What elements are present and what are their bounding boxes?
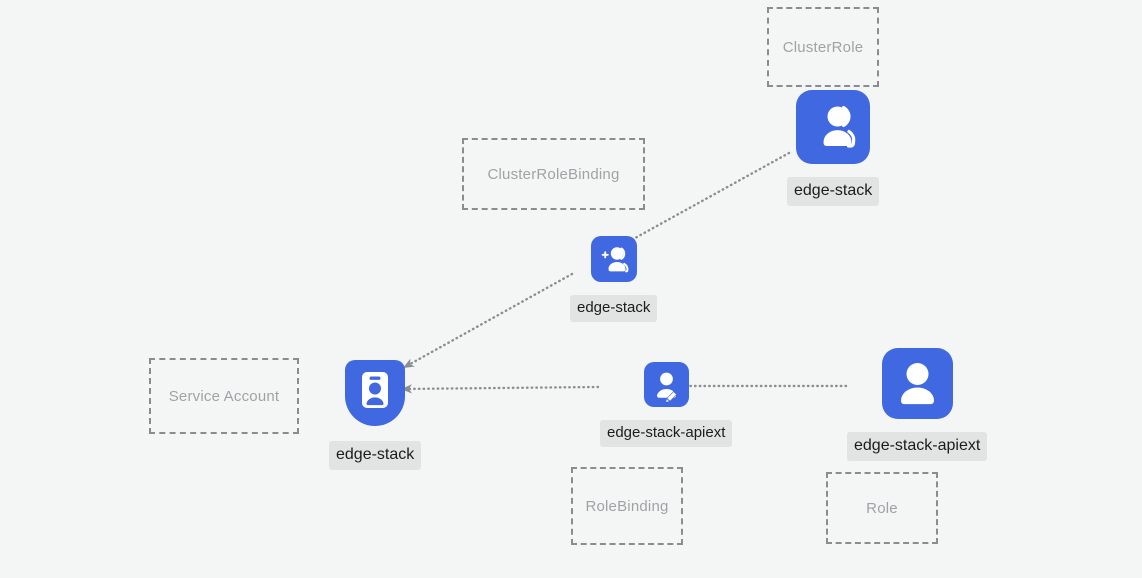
person-add-icon[interactable]	[590, 236, 637, 287]
node-serviceaccount[interactable]: edge-stack	[329, 356, 422, 470]
group-label-rolebinding: RoleBinding	[585, 497, 669, 515]
edge-rolebinding-to-serviceaccount	[399, 384, 600, 394]
group-label-role: Role	[866, 499, 898, 517]
group-box-rolebinding[interactable]: RoleBinding	[571, 467, 683, 545]
node-rolebinding[interactable]: edge-stack-apiext	[600, 362, 733, 448]
group-box-clusterrole[interactable]: ClusterRole	[767, 7, 879, 87]
group-label-clusterrolebinding: ClusterRoleBinding	[487, 165, 620, 183]
group-label-clusterrole: ClusterRole	[782, 38, 864, 56]
group-people-icon[interactable]	[796, 90, 871, 169]
person-edit-icon[interactable]	[643, 362, 689, 412]
group-box-role[interactable]: Role	[826, 472, 938, 544]
node-label-clusterrolebinding: edge-stack	[570, 295, 658, 323]
person-icon[interactable]	[881, 348, 953, 424]
node-clusterrole[interactable]: edge-stack	[787, 90, 880, 206]
group-box-serviceaccount[interactable]: Service Account	[149, 358, 299, 434]
node-label-rolebinding: edge-stack-apiext	[600, 420, 733, 448]
edge-clusterrolebinding-to-serviceaccount	[401, 272, 574, 370]
node-role[interactable]: edge-stack-apiext	[847, 348, 988, 461]
node-label-role: edge-stack-apiext	[847, 432, 988, 461]
node-clusterrolebinding[interactable]: edge-stack	[570, 236, 658, 323]
group-label-serviceaccount: Service Account	[168, 387, 280, 405]
node-label-serviceaccount: edge-stack	[329, 441, 422, 470]
service-account-badge-icon[interactable]	[341, 356, 409, 433]
node-label-clusterrole: edge-stack	[787, 177, 880, 206]
group-box-clusterrolebinding[interactable]: ClusterRoleBinding	[462, 138, 645, 210]
